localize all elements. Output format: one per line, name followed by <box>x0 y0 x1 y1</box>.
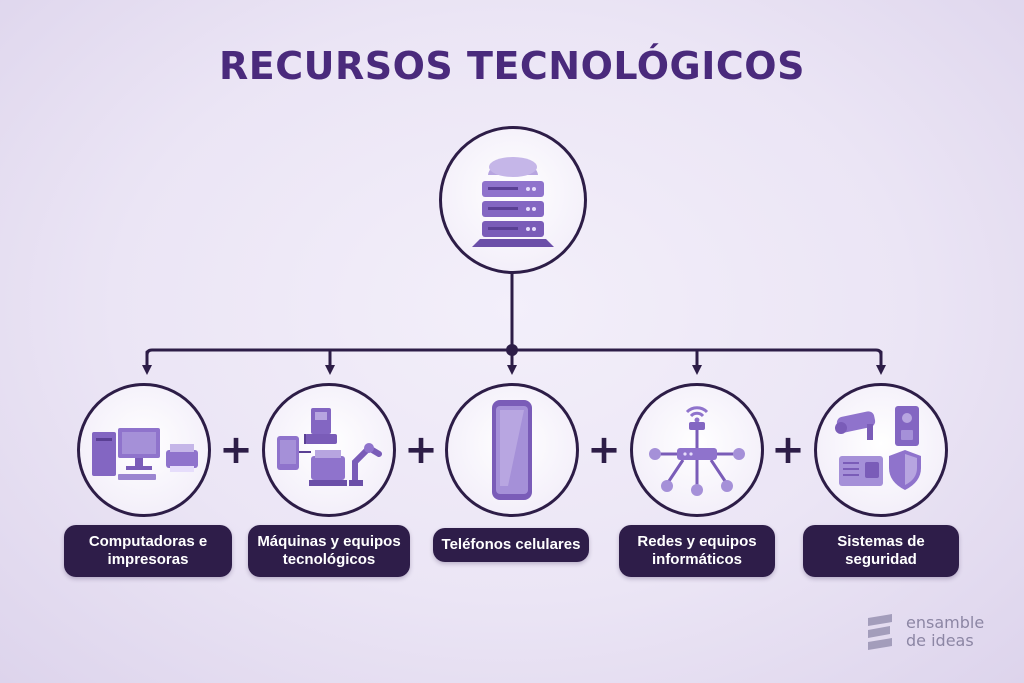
plus-sign: + <box>771 427 805 473</box>
label-networks: Redes y equipos informáticos <box>619 525 775 577</box>
label-phones: Teléfonos celulares <box>433 528 589 562</box>
security-icon <box>835 406 921 490</box>
label-computers: Computadoras e impresoras <box>64 525 232 577</box>
brand-logo: ensamble de ideas <box>866 612 984 652</box>
networks-node <box>630 383 764 517</box>
machinery-icon <box>277 408 382 486</box>
computers-node <box>77 383 211 517</box>
diagram-title: RECURSOS TECNOLÓGICOS <box>219 44 805 88</box>
cloud-server-icon <box>472 157 554 247</box>
plus-sign: + <box>404 427 438 473</box>
root-node <box>439 126 587 274</box>
plus-sign: + <box>587 427 621 473</box>
junction-dot <box>506 344 518 356</box>
phones-node <box>445 383 579 517</box>
smartphone-icon <box>492 400 532 500</box>
machinery-node <box>262 383 396 517</box>
brand-name: ensamble de ideas <box>906 613 985 650</box>
plus-sign: + <box>219 427 253 473</box>
security-node <box>814 383 948 517</box>
label-security: Sistemas de seguridad <box>803 525 959 577</box>
computer-printer-icon <box>92 428 198 480</box>
ensamble-logo-icon <box>868 614 892 650</box>
network-icon <box>649 406 745 496</box>
label-machinery: Máquinas y equipos tecnológicos <box>248 525 410 577</box>
